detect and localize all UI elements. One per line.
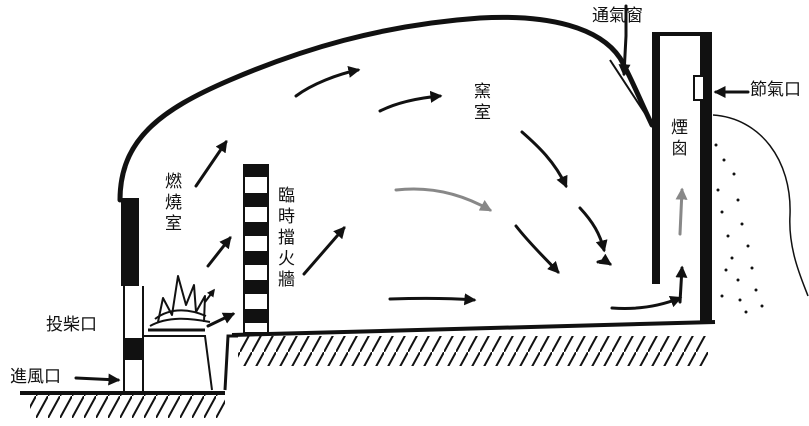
label-damper: 節氣口 bbox=[750, 80, 801, 100]
label-fuel-port: 投柴口 bbox=[46, 315, 97, 335]
flow-arrows bbox=[74, 4, 750, 386]
kiln-dome bbox=[117, 14, 655, 203]
fire-icon bbox=[149, 275, 215, 327]
flow-arrows-gray bbox=[394, 187, 688, 236]
front-wall bbox=[121, 198, 144, 392]
chimney bbox=[652, 32, 712, 324]
label-kiln-chamber: 窯室 bbox=[470, 82, 490, 124]
ground bbox=[20, 320, 716, 418]
outer-cover bbox=[712, 114, 809, 314]
label-vent-window: 通氣窗 bbox=[592, 6, 643, 26]
label-chimney: 煙囪 bbox=[667, 118, 687, 160]
label-firebox: 燃燒室 bbox=[161, 172, 181, 235]
label-air-inlet: 進風口 bbox=[10, 367, 61, 387]
firebox bbox=[143, 328, 238, 391]
label-temp-fire-wall: 臨時擋火牆 bbox=[274, 186, 294, 291]
temp-fire-wall bbox=[243, 164, 269, 334]
